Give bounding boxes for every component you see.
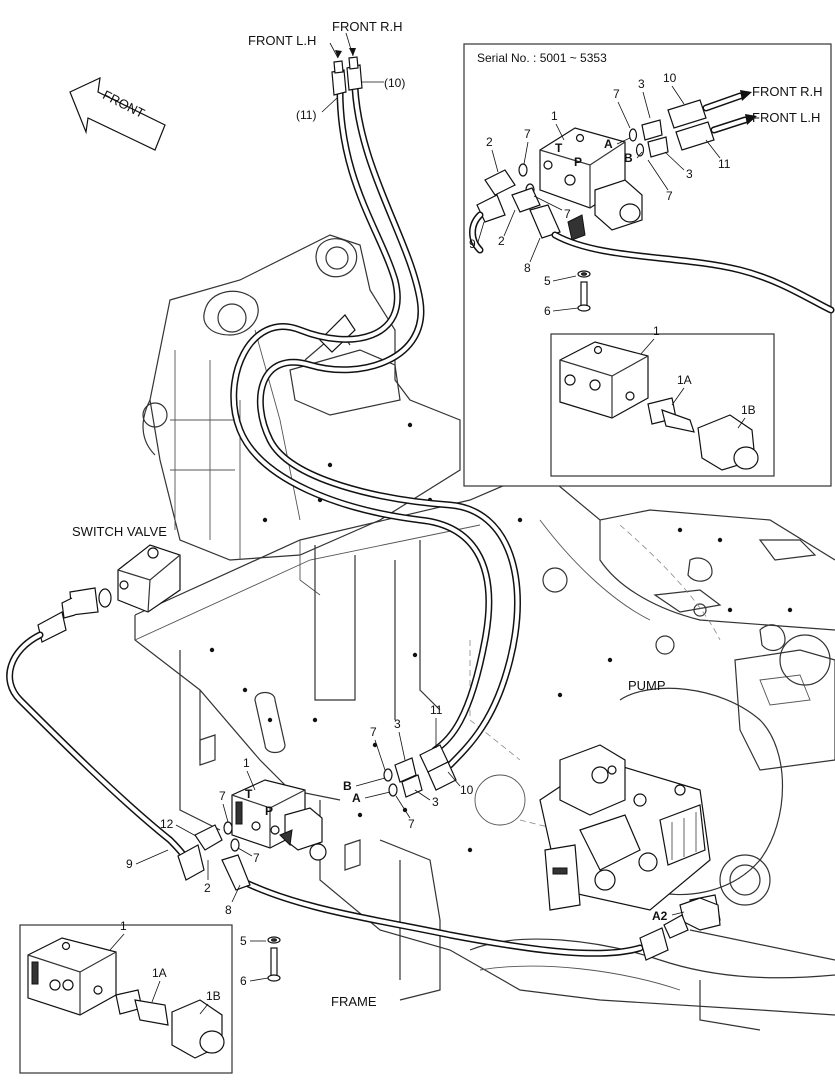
callout-5-main: 5 [240, 934, 247, 948]
bolt-and-washer-lower [267, 936, 281, 982]
callout-7-right-b: 7 [408, 817, 415, 831]
inset-label-front-lh: FRONT L.H [752, 110, 820, 125]
bl-callout-1B: 1B [206, 989, 221, 1003]
callout-12: 12 [160, 817, 174, 831]
inset-callout-10: 10 [663, 71, 677, 85]
callout-1-main: 1 [243, 756, 250, 770]
port-a-main: A [352, 791, 361, 805]
main-valve-fittings [177, 744, 457, 891]
label-front-rh-top: FRONT R.H [332, 19, 403, 34]
label-frame: FRAME [331, 994, 377, 1009]
hoses [6, 84, 644, 957]
inset-exploded-callout-1: 1 [653, 324, 660, 338]
inset-callout-7-a: 7 [613, 87, 620, 101]
callout-8-main: 8 [225, 903, 232, 917]
callout-11-main: 11 [430, 703, 443, 717]
label-pump: PUMP [628, 678, 666, 693]
port-a2: A2 [652, 909, 668, 923]
inset-exploded-callout-1B: 1B [741, 403, 756, 417]
inset-callout-11: 11 [718, 157, 731, 171]
inset-callout-1: 1 [551, 109, 558, 123]
callout-10-paren: (10) [384, 76, 405, 90]
inset-callout-7-c: 7 [524, 127, 531, 141]
inset-callout-9: 9 [469, 237, 476, 251]
label-switch-valve: SWITCH VALVE [72, 524, 167, 539]
callout-7-main-b: 7 [253, 851, 260, 865]
callout-6-main: 6 [240, 974, 247, 988]
inset-port-a: A [604, 137, 613, 151]
inset-port-p: P [574, 155, 582, 169]
hydraulic-pump [539, 744, 721, 926]
callout-3-right-b: 3 [432, 795, 439, 809]
pump-port-fitting [639, 897, 721, 961]
label-front-lh-top: FRONT L.H [248, 33, 316, 48]
inset-callout-8: 8 [524, 261, 531, 275]
inset-callout-3-a: 3 [638, 77, 645, 91]
inset-label-front-rh: FRONT R.H [752, 84, 823, 99]
solenoid-valve-main [231, 779, 327, 861]
inset-callout-2-a: 2 [486, 135, 493, 149]
bottom-left-inset: 1 1A 1B [19, 919, 233, 1074]
port-t-main: T [245, 787, 253, 801]
inset-callout-7-d: 7 [564, 207, 571, 221]
callout-7-main-a: 7 [219, 789, 226, 803]
main-labels: SWITCH VALVE PUMP FRAME 1 T P 7 7 12 9 2… [72, 524, 685, 1009]
callout-10-main: 10 [460, 783, 474, 797]
serial-inset: Serial No. : 5001 ~ 5353 [463, 43, 835, 487]
serial-number-label: Serial No. : 5001 ~ 5353 [477, 51, 607, 65]
port-b-main: B [343, 779, 352, 793]
port-p-main: P [265, 804, 273, 818]
callout-3-right-a: 3 [394, 717, 401, 731]
top-labels: FRONT L.H FRONT R.H (10) (11) [248, 19, 405, 122]
callout-11-paren: (11) [296, 108, 316, 122]
switch-valve-fittings [37, 587, 112, 643]
front-hose-fittings [331, 56, 363, 96]
inset-callout-7-b: 7 [666, 189, 673, 203]
inset-callout-3-b: 3 [686, 167, 693, 181]
inset-callout-6: 6 [544, 304, 551, 318]
inset-exploded-callout-1A: 1A [677, 373, 692, 387]
callout-2-main: 2 [204, 881, 211, 895]
inset-port-t: T [555, 141, 563, 155]
inset-port-b: B [624, 151, 633, 165]
bl-callout-1A: 1A [152, 966, 167, 980]
inset-callout-5: 5 [544, 274, 551, 288]
callout-9-main: 9 [126, 857, 133, 871]
front-direction-arrow: FRONT [69, 76, 166, 151]
switch-valve-block [117, 544, 181, 613]
inset-callout-2-b: 2 [498, 234, 505, 248]
bl-callout-1: 1 [120, 919, 127, 933]
callout-7-right-a: 7 [370, 725, 377, 739]
